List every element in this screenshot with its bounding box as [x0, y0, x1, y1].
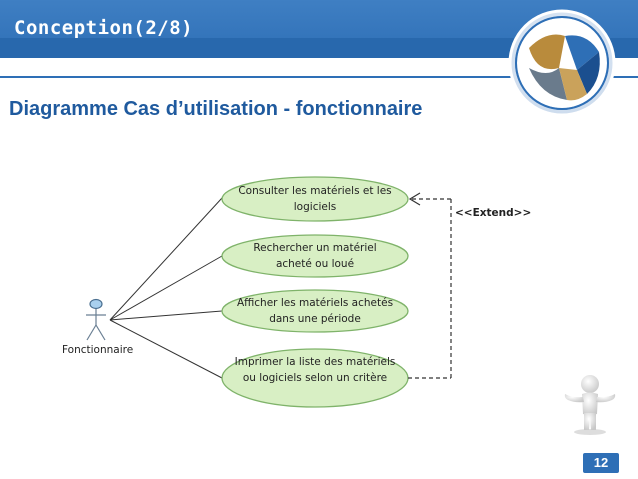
use-case-imprimer: Imprimer la liste des matériels ou logic… [234, 356, 396, 384]
diagram-subtitle: Diagramme Cas d’utilisation - fonctionna… [9, 98, 423, 120]
use-case-ellipse-consulter [221, 176, 409, 222]
logo-emblem-icon [508, 9, 616, 117]
use-case-ellipse-afficher [221, 289, 409, 333]
extend-arrowhead [408, 192, 421, 206]
association-lines [109, 197, 223, 379]
divider-line [0, 76, 638, 78]
use-case-rechercher: Rechercher un matériel acheté ou loué [253, 242, 377, 270]
page-number: 12 [583, 453, 619, 473]
actor-figure [86, 298, 106, 341]
extend-label: <<Extend>> [455, 207, 532, 219]
use-case-afficher: Afficher les matériels achetés dans une … [236, 297, 394, 325]
use-case-consulter: Consulter les matériels et les logiciels [238, 185, 392, 213]
use-case-ellipse-rechercher [221, 234, 409, 278]
slide-title: Conception(2/8) [14, 17, 194, 39]
extend-connector [408, 198, 452, 379]
actor-label: Fonctionnaire [62, 344, 134, 356]
use-case-ellipses [221, 176, 409, 408]
3d-person-figure-icon [564, 375, 616, 435]
